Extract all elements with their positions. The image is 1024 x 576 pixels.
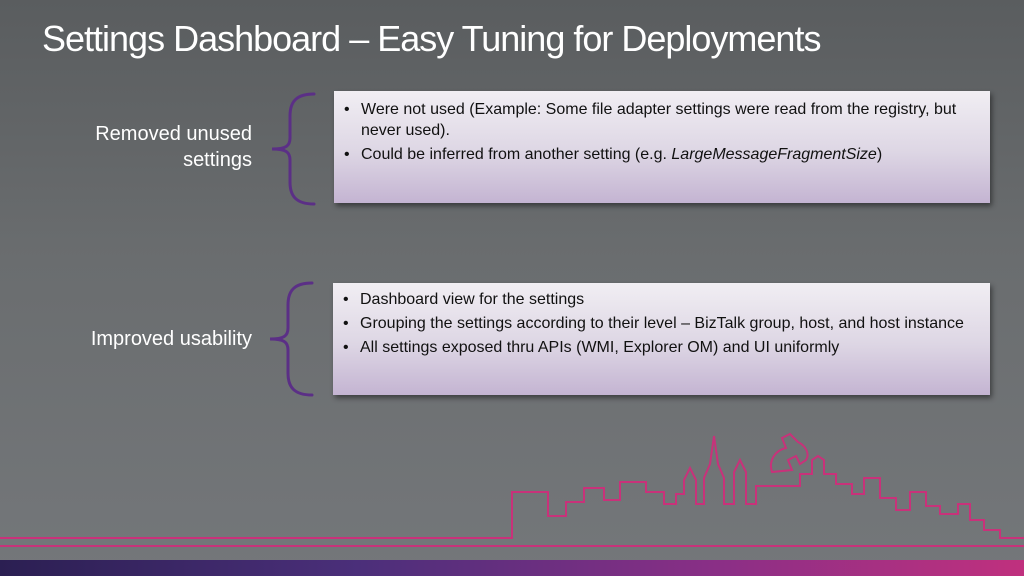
setting-name-emphasis: LargeMessageFragmentSize bbox=[671, 146, 877, 163]
curly-brace-icon bbox=[269, 281, 314, 397]
bullet-text: Could be inferred from another setting (… bbox=[361, 146, 672, 163]
bullet-item: • Grouping the settings according to the… bbox=[341, 313, 980, 334]
bullet-item: • Could be inferred from another setting… bbox=[342, 144, 980, 165]
bullet-item: • Dashboard view for the settings bbox=[341, 289, 980, 310]
bullet-item: • All settings exposed thru APIs (WMI, E… bbox=[341, 337, 980, 358]
bullet-glyph: • bbox=[344, 146, 350, 163]
removed-settings-panel: • Were not used (Example: Some file adap… bbox=[334, 91, 990, 203]
bottom-gradient-band bbox=[0, 560, 1024, 576]
bullet-glyph: • bbox=[343, 339, 349, 356]
bullet-glyph: • bbox=[343, 315, 349, 332]
bullet-text-tail: ) bbox=[876, 146, 883, 163]
bullet-text: Dashboard view for the settings bbox=[360, 291, 585, 308]
bullet-text: Grouping the settings according to their… bbox=[360, 315, 964, 332]
bullet-text: Were not used (Example: Some file adapte… bbox=[361, 101, 957, 139]
city-skyline-decoration bbox=[0, 432, 1024, 547]
slide-title: Settings Dashboard – Easy Tuning for Dep… bbox=[42, 18, 821, 59]
curly-brace-icon bbox=[271, 92, 316, 206]
bullet-glyph: • bbox=[344, 101, 350, 118]
row-label-removed-unused-settings: Removed unused settings bbox=[95, 123, 252, 171]
bullet-glyph: • bbox=[343, 291, 349, 308]
bullet-text: All settings exposed thru APIs (WMI, Exp… bbox=[360, 339, 840, 356]
usability-panel: • Dashboard view for the settings • Grou… bbox=[333, 283, 990, 395]
bullet-item: • Were not used (Example: Some file adap… bbox=[342, 99, 980, 141]
row-label-improved-usability: Improved usability bbox=[90, 328, 252, 350]
